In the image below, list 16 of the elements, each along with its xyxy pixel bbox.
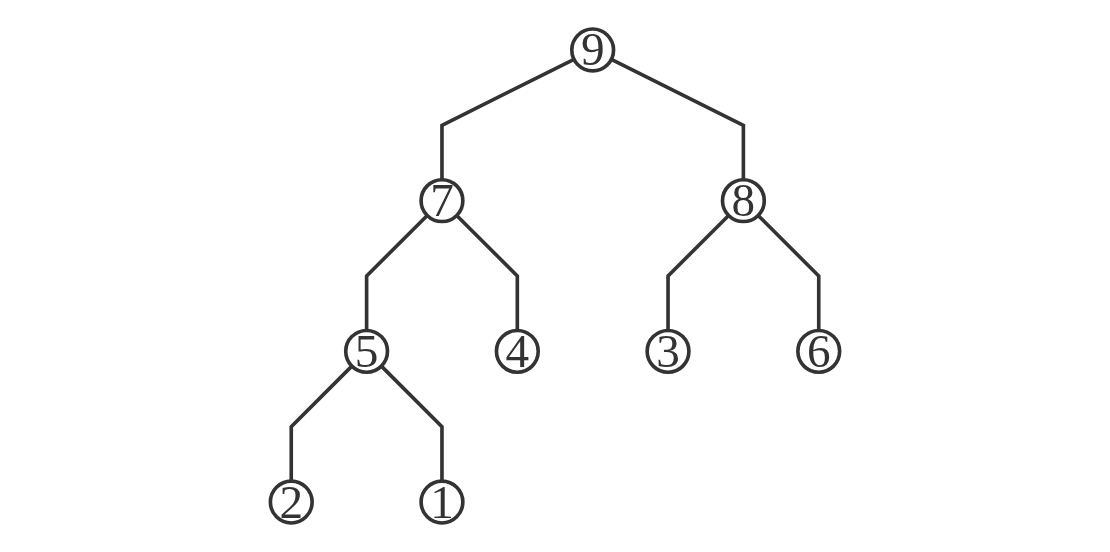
node-circle: 1	[419, 479, 465, 525]
connector	[289, 364, 354, 482]
connector	[364, 214, 429, 331]
connector	[455, 214, 520, 331]
node-circle: 9	[570, 27, 616, 73]
node-circle: 5	[343, 328, 390, 375]
node-circle: 8	[720, 177, 767, 224]
node-circle: 2	[268, 479, 314, 525]
connector	[380, 364, 444, 482]
connector	[756, 214, 821, 331]
node-circle: 6	[796, 328, 842, 375]
node-circle: 3	[645, 328, 691, 375]
connector	[666, 214, 730, 331]
connector	[440, 57, 575, 180]
node-circle: 7	[419, 177, 465, 224]
node-circle: 4	[494, 328, 540, 375]
